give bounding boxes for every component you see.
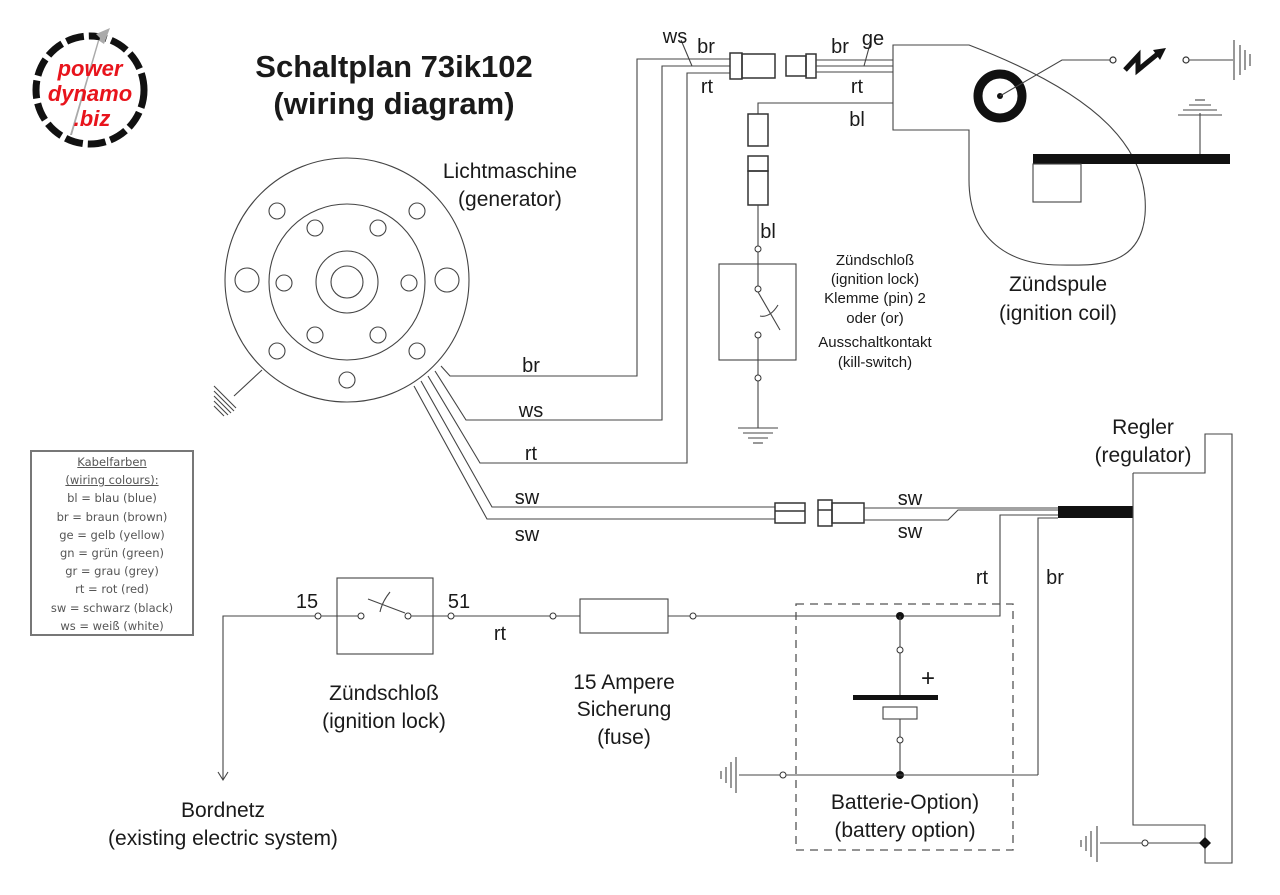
wire-label-reg-rt: rt bbox=[976, 567, 989, 589]
svg-text:(ignition lock): (ignition lock) bbox=[831, 271, 919, 288]
legend-item: bl = blau (blue) bbox=[67, 491, 157, 506]
regulator-label-de: Regler bbox=[1112, 416, 1174, 439]
battery-plus: + bbox=[921, 665, 935, 692]
coil-label-de: Zündspule bbox=[1009, 273, 1107, 296]
top-connector-socket bbox=[785, 53, 817, 79]
wire-label-gen-ws: ws bbox=[518, 400, 543, 422]
wire-label-reg-sw2: sw bbox=[898, 521, 923, 543]
wire-label-reg-br: br bbox=[1046, 567, 1064, 589]
coil-spark-ground-icon bbox=[1233, 40, 1251, 80]
generator-label-de: Lichtmaschine bbox=[443, 160, 577, 183]
wire-label-coil-br: br bbox=[831, 36, 849, 58]
coil-spark-plug-icon bbox=[973, 69, 1027, 123]
sw-connector-plug bbox=[774, 502, 806, 524]
regulator bbox=[1080, 433, 1233, 864]
svg-text:Zündschloß: Zündschloß bbox=[836, 252, 914, 269]
bordnetz-arrow-icon bbox=[217, 771, 229, 782]
kill-switch-lever-icon bbox=[757, 291, 781, 331]
legend-item: ws = weiß (white) bbox=[60, 618, 164, 633]
wire-label-lock-rt: rt bbox=[494, 623, 507, 645]
generator bbox=[213, 157, 470, 417]
legend-item: rt = rot (red) bbox=[75, 582, 149, 597]
svg-text:(kill-switch): (kill-switch) bbox=[838, 354, 912, 371]
coil-label-en: (ignition coil) bbox=[999, 302, 1117, 325]
title-line1: Schaltplan 73ik102 bbox=[255, 49, 532, 84]
logo-arrow-icon bbox=[70, 28, 110, 135]
battery-label-en: (battery option) bbox=[834, 819, 975, 842]
kill-switch-label: Zündschloß (ignition lock) Klemme (pin) … bbox=[818, 252, 932, 371]
wire-label-coil-rt: rt bbox=[851, 76, 864, 98]
legend-item: gr = grau (grey) bbox=[65, 564, 159, 579]
wire-label-top-br: br bbox=[697, 36, 715, 58]
lock-pin-51: 51 bbox=[448, 591, 470, 613]
wire-label-gen-rt: rt bbox=[525, 443, 538, 465]
wire-label-gen-br: br bbox=[522, 355, 540, 377]
ignition-lock-label-en: (ignition lock) bbox=[322, 710, 446, 733]
logo-line3: .biz bbox=[74, 106, 111, 131]
wire-label-coil-ge: ge bbox=[862, 28, 884, 50]
legend-item: ge = gelb (yellow) bbox=[59, 527, 165, 542]
ignition-lock-label-de: Zündschloß bbox=[329, 682, 439, 705]
logo: power dynamo .biz bbox=[32, 28, 148, 148]
regulator-ground-icon bbox=[1080, 826, 1098, 862]
fuse-icon bbox=[579, 598, 669, 634]
bordnetz-label-en: (existing electric system) bbox=[108, 827, 338, 850]
battery-label-de: Batterie-Option) bbox=[831, 791, 979, 814]
fuse-label-2: Sicherung bbox=[577, 698, 672, 721]
fuse-label-1: 15 Ampere bbox=[573, 671, 675, 694]
bordnetz-label-de: Bordnetz bbox=[181, 799, 265, 822]
logo-ring bbox=[32, 32, 148, 148]
battery-plate-negative bbox=[882, 706, 918, 720]
wire-label-kill-bl: bl bbox=[760, 221, 776, 243]
wire-label-coil-bl: bl bbox=[849, 109, 865, 131]
svg-text:oder (or): oder (or) bbox=[846, 310, 904, 327]
coil-core-ground-icon bbox=[1178, 99, 1222, 116]
wire-label-gen-sw2: sw bbox=[515, 524, 540, 546]
legend-item: sw = schwarz (black) bbox=[50, 600, 174, 615]
legend-item: gn = grün (green) bbox=[60, 546, 164, 561]
generator-label-en: (generator) bbox=[458, 188, 562, 211]
ignition-lock-lever-icon bbox=[367, 598, 406, 614]
sw-connector-socket bbox=[817, 499, 865, 527]
logo-line1: power bbox=[57, 56, 124, 81]
spark-gap-icon bbox=[1123, 49, 1162, 76]
lock-pin-15: 15 bbox=[296, 591, 318, 613]
wire-label-top-ws: ws bbox=[662, 26, 687, 48]
kill-switch-ground-icon bbox=[738, 427, 778, 444]
wire-label-gen-sw1: sw bbox=[515, 487, 540, 509]
wire-label-reg-sw1: sw bbox=[898, 488, 923, 510]
battery-ground-icon bbox=[720, 757, 737, 793]
battery-plate-positive bbox=[853, 695, 938, 700]
top-connector-plug bbox=[729, 52, 776, 80]
legend-heading-de: Kabelfarben bbox=[77, 455, 147, 469]
wire-label-top-rt: rt bbox=[701, 76, 714, 98]
svg-text:Ausschaltkontakt: Ausschaltkontakt bbox=[818, 334, 932, 351]
svg-text:Klemme (pin) 2: Klemme (pin) 2 bbox=[824, 290, 926, 307]
generator-ground-icon bbox=[213, 385, 237, 417]
kill-switch-connector bbox=[747, 113, 769, 206]
ignition-coil bbox=[892, 40, 1251, 266]
regulator-label-en: (regulator) bbox=[1095, 444, 1192, 467]
title-line2: (wiring diagram) bbox=[273, 86, 514, 121]
regulator-cable bbox=[1058, 506, 1133, 518]
logo-line2: dynamo bbox=[48, 81, 132, 106]
legend-heading-en: (wiring colours): bbox=[65, 473, 159, 488]
fuse-label-3: (fuse) bbox=[597, 726, 651, 749]
generator-harness bbox=[413, 58, 775, 520]
battery-option-box bbox=[795, 603, 1014, 851]
wiring-colour-legend: Kabelfarben (wiring colours): bl = blau … bbox=[30, 450, 194, 636]
legend-item: br = braun (brown) bbox=[56, 509, 168, 524]
